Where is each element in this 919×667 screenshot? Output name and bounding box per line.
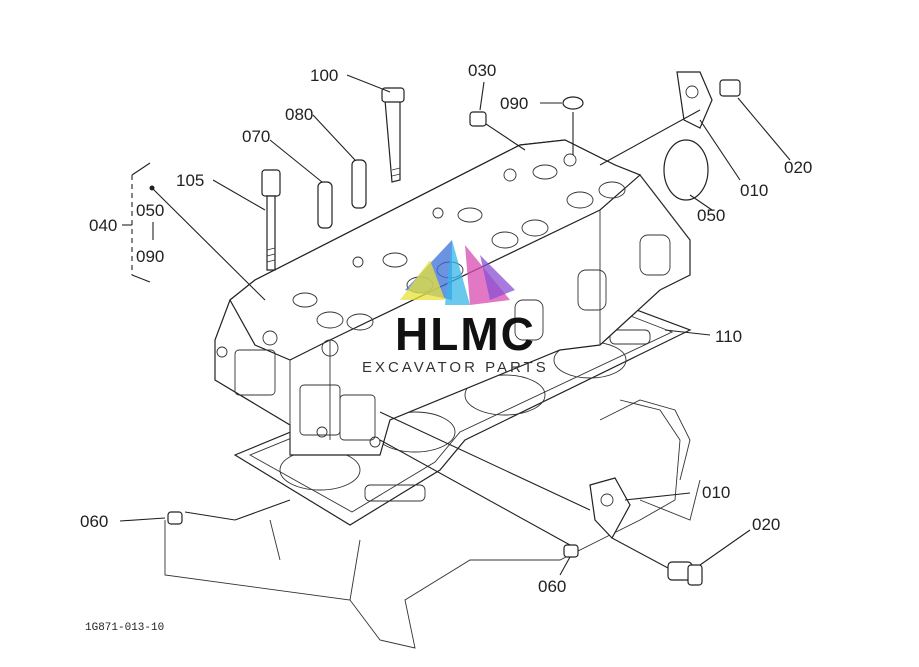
callout-010-bottom: 010 (702, 483, 730, 502)
leader-lines (119, 74, 791, 576)
callout-050-right: 050 (697, 206, 725, 225)
watermark-title: HLMC (395, 308, 536, 360)
callout-050-group: 050 (136, 201, 164, 220)
callout-110: 110 (715, 327, 742, 346)
callout-060-left: 060 (80, 512, 108, 531)
plug-060-left (167, 511, 183, 525)
callout-010-top: 010 (740, 181, 768, 200)
callout-100: 100 (310, 66, 338, 85)
head-bolt-100 (381, 87, 405, 183)
callout-090-group: 090 (136, 247, 164, 266)
plug-060-bottom (563, 544, 579, 558)
callout-030: 030 (468, 61, 496, 80)
figure-code: 1G871-013-10 (85, 622, 164, 634)
watermark-color-facet (480, 255, 515, 300)
callout-080: 080 (285, 105, 313, 124)
watermark-color-facet (445, 240, 470, 305)
hook-010-bottom (589, 477, 631, 540)
engine-block (164, 399, 701, 649)
watermark-logo: HLMC EXCAVATOR PARTS (362, 240, 549, 376)
plug-050-right (663, 139, 709, 201)
callout-labels: 100 080 070 105 040 050 090 030 090 020 … (80, 61, 812, 596)
watermark-subtitle: EXCAVATOR PARTS (362, 359, 549, 376)
stud-bolt-105 (261, 169, 281, 271)
cap-090 (562, 96, 584, 110)
callout-020-bottom: 020 (752, 515, 780, 534)
valve-guide-070 (317, 181, 333, 229)
hook-010-top (676, 71, 713, 129)
callout-060-bottom: 060 (538, 577, 566, 596)
callout-105: 105 (176, 171, 204, 190)
callout-020-top: 020 (784, 158, 812, 177)
watermark-color-facet (400, 260, 445, 300)
valve-guide-080 (351, 159, 367, 209)
callout-040: 040 (89, 216, 117, 235)
callout-070: 070 (242, 127, 270, 146)
bolt-020-top (719, 79, 741, 97)
plug-030 (469, 111, 487, 127)
bolt-020-bottom (667, 561, 703, 586)
callout-090: 090 (500, 94, 528, 113)
